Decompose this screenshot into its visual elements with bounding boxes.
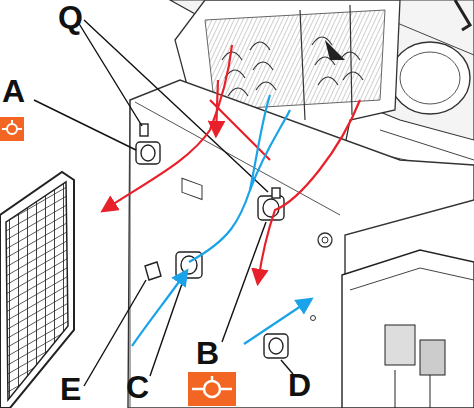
- callout-letter: B: [196, 336, 219, 370]
- pump-icon: [188, 372, 236, 406]
- callout-letter: C: [126, 370, 149, 404]
- callout-letter: D: [288, 368, 311, 402]
- callout-letter: Q: [58, 0, 83, 34]
- callout-letter: A: [2, 74, 25, 108]
- callout-letter: E: [60, 372, 81, 406]
- pump-icon: [0, 117, 24, 141]
